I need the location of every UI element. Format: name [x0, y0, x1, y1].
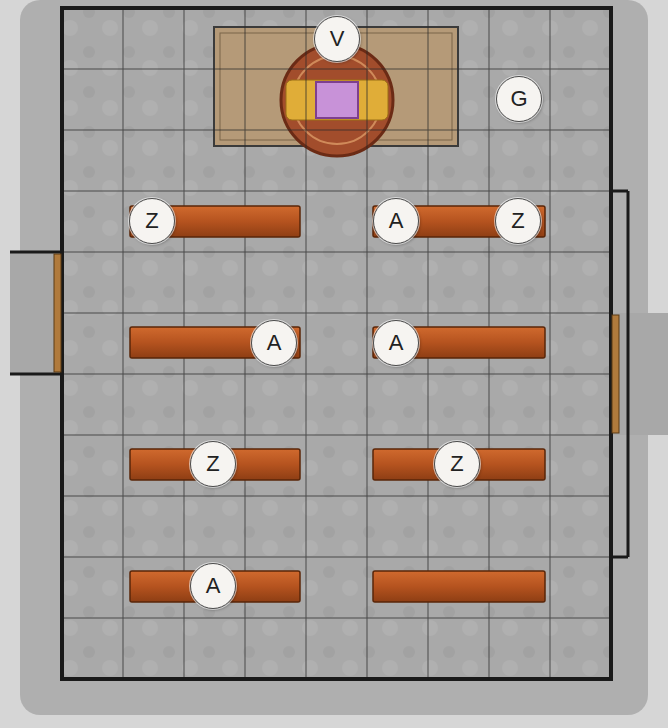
creature-token: G: [496, 76, 542, 122]
creature-token: Z: [190, 441, 236, 487]
token-letter: A: [206, 575, 221, 597]
token-letter: Z: [511, 210, 524, 232]
token-letter: Z: [145, 210, 158, 232]
creature-token: Z: [495, 198, 541, 244]
creature-token: Z: [129, 198, 175, 244]
token-letter: G: [510, 88, 527, 110]
token-letter: A: [389, 210, 404, 232]
creature-token: V: [314, 16, 360, 62]
token-letter: Z: [450, 453, 463, 475]
creature-token: A: [373, 198, 419, 244]
token-letter: V: [330, 28, 345, 50]
creature-token: A: [190, 563, 236, 609]
creature-token: A: [373, 320, 419, 366]
token-letter: A: [267, 332, 282, 354]
creature-token: Z: [434, 441, 480, 487]
token-letter: A: [389, 332, 404, 354]
token-letter: Z: [206, 453, 219, 475]
creature-token: A: [251, 320, 297, 366]
